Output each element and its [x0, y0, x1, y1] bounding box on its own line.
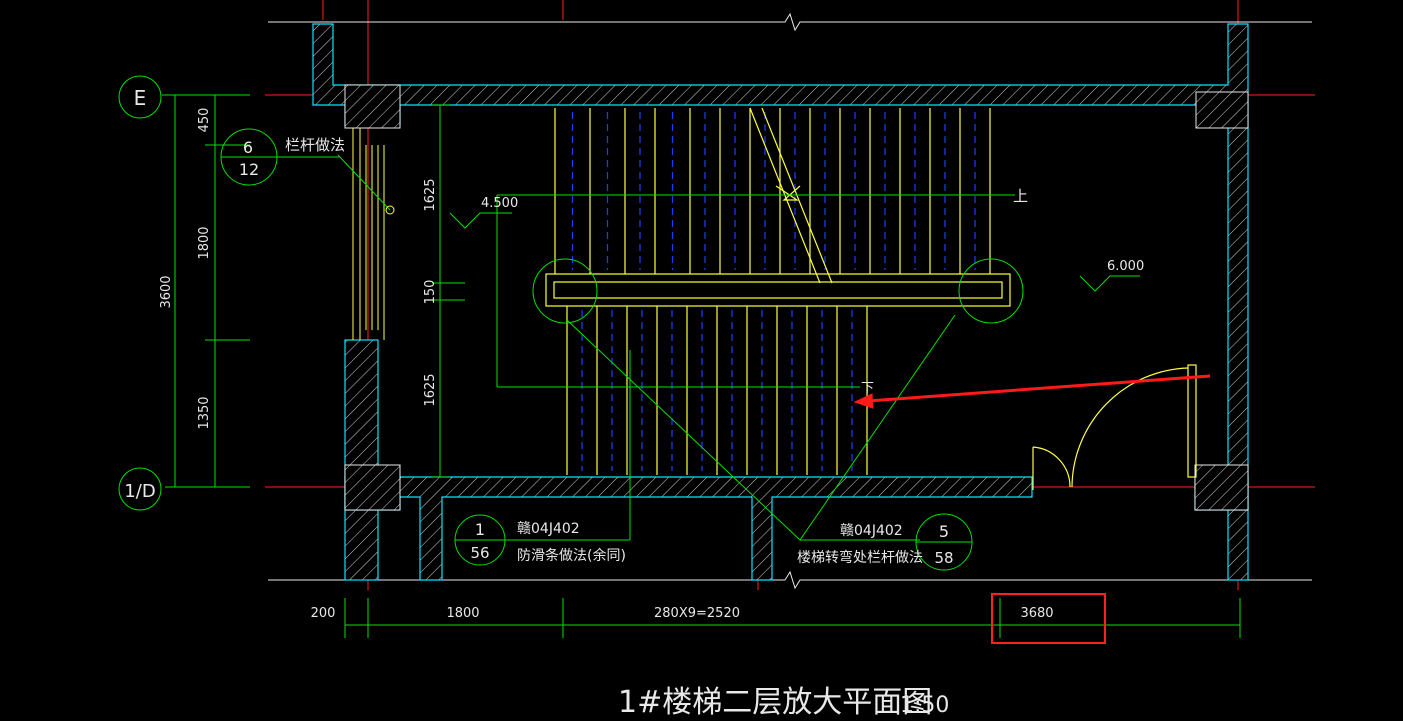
detail-callout-nosing: 1 56 赣04J402 防滑条做法(余同): [454, 514, 626, 566]
stair-up-label: 上: [1013, 187, 1028, 205]
dim-inner-upper: 1625: [423, 178, 438, 211]
nosing-detail-num: 1: [475, 520, 485, 539]
turn-detail-ref: 赣04J402: [840, 523, 903, 539]
axis-label-1d: 1/D: [124, 481, 155, 502]
dim-bottom-c: 280X9=2520: [654, 606, 740, 621]
turn-detail-sheet: 58: [934, 549, 953, 567]
turn-detail-num: 5: [939, 522, 949, 541]
highlight-box: [991, 593, 1106, 644]
door-swing: [1032, 364, 1197, 490]
dim-bottom-d: 3680: [1020, 606, 1053, 621]
dimension-texts: 3600 450 1800 1350 1625 150 1625 200 180…: [159, 108, 1054, 621]
railing-detail-text: 栏杆做法: [285, 136, 345, 154]
leader-dot: [385, 205, 395, 215]
dim-inner-lower: 1625: [423, 373, 438, 406]
elevation-floor: 6.000: [1107, 259, 1144, 274]
title-text: 1#楼梯二层放大平面图: [618, 685, 932, 720]
axis-label-e: E: [134, 86, 147, 110]
nosing-detail-ref: 赣04J402: [517, 521, 580, 537]
railing-corner-circles: [532, 258, 1024, 324]
dim-left-total: 3600: [159, 275, 174, 308]
dimension-lines: [162, 94, 1241, 638]
nosing-detail-text: 防滑条做法(余同): [517, 547, 626, 564]
stair-down-label: 下: [861, 381, 874, 396]
dim-left-seg1: 450: [197, 108, 212, 133]
drawing-title: 1#楼梯二层放大平面图 1:50: [618, 685, 949, 720]
axis-bubble-1d: 1/D: [118, 467, 162, 511]
railing-detail-sheet: 12: [239, 160, 259, 179]
dim-left-seg3: 1350: [197, 396, 212, 429]
annotation-arrow: [853, 374, 1211, 409]
railing-detail-num: 6: [243, 138, 253, 157]
dim-bottom-b: 1800: [446, 606, 479, 621]
dim-left-seg2: 1800: [197, 226, 212, 259]
elevation-landing: 4.500: [481, 196, 518, 211]
title-scale: 1:50: [900, 693, 949, 718]
dim-bottom-a: 200: [311, 606, 336, 621]
walls: [312, 23, 1249, 581]
stair-well-railing: [545, 107, 1011, 307]
nosing-detail-sheet: 56: [470, 544, 489, 562]
axis-bubble-e: E: [118, 75, 162, 119]
turn-detail-text: 楼梯转弯处栏杆做法: [797, 549, 923, 566]
columns: [344, 84, 1249, 511]
detail-callout-turn-railing: 5 58 赣04J402 楼梯转弯处栏杆做法: [797, 513, 973, 571]
stair-flights: [554, 108, 991, 475]
dim-inner-mid: 150: [423, 280, 438, 305]
break-lines: [268, 12, 1312, 590]
detail-callout-railing: 6 12 栏杆做法: [220, 128, 345, 186]
window-left: [352, 128, 385, 340]
